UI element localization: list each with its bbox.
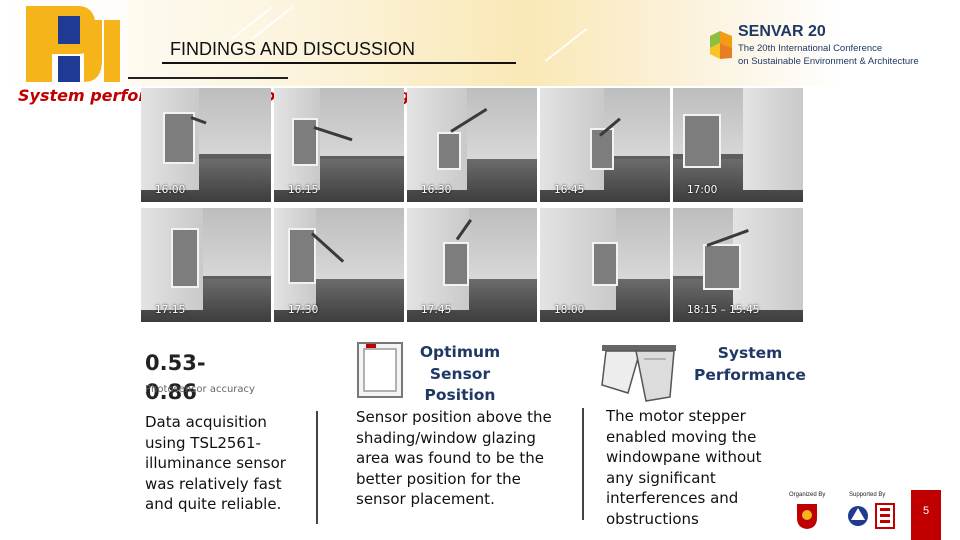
conference-line-1: The 20th International Conference <box>738 43 883 54</box>
pu-logo <box>18 0 128 86</box>
university-logo <box>797 504 817 529</box>
photo-tile: 17:15 <box>141 208 271 322</box>
time-label: 16:15 <box>288 184 319 196</box>
conference-line-2: on Sustainable Environment & Architectur… <box>738 56 919 67</box>
photo-tile: 16:45 <box>540 88 670 202</box>
system-performance-heading: System Performance <box>694 344 806 384</box>
time-label: 17:15 <box>155 304 186 316</box>
motor-stepper-icon <box>601 345 676 402</box>
supporter-logo <box>875 503 895 529</box>
supported-by-label: Supported By <box>849 492 886 498</box>
photo-tile: 18:00 <box>540 208 670 322</box>
senvar-cube-icon <box>710 31 732 59</box>
accuracy-label: Photosensor accuracy <box>145 384 255 395</box>
motor-stepper-text: The motor stepper enabled moving the win… <box>606 407 762 528</box>
photo-tile: 16:30 <box>407 88 537 202</box>
time-label: 17:45 <box>421 304 452 316</box>
supporter-logo <box>848 506 868 526</box>
time-label: 16:45 <box>554 184 585 196</box>
accuracy-value: 0.53-0.86 <box>145 351 206 404</box>
column-divider <box>316 411 318 524</box>
header-band <box>0 0 960 86</box>
time-label: 17:30 <box>288 304 319 316</box>
time-label: 18:15 – 15:45 <box>687 304 760 316</box>
organized-by-label: Organized By <box>789 492 826 498</box>
decor-stripe <box>250 6 294 40</box>
time-label: 18:00 <box>554 304 585 316</box>
conference-name: SENVAR 20 <box>738 23 826 40</box>
optimum-sensor-heading: Optimum Sensor Position <box>419 343 501 404</box>
page-number-box <box>911 490 941 540</box>
photo-tile: 16:15 <box>274 88 404 202</box>
page-title: FINDINGS AND DISCUSSION <box>162 36 516 64</box>
time-label: 17:00 <box>687 184 718 196</box>
decor-stripe <box>544 28 588 62</box>
window-sensor-icon <box>357 342 403 398</box>
photo-tile: 17:45 <box>407 208 537 322</box>
column-divider <box>582 408 584 520</box>
header-underline <box>128 77 288 79</box>
time-label: 16:30 <box>421 184 452 196</box>
photo-tile: 17:30 <box>274 208 404 322</box>
decor-stripe <box>230 6 274 40</box>
sensor-position-text: Sensor position above the shading/window… <box>356 408 552 508</box>
photo-tile: 17:00 <box>673 88 803 202</box>
time-label: 16:00 <box>155 184 186 196</box>
page-number: 5 <box>922 505 930 517</box>
photo-tile: 18:15 – 15:45 <box>673 208 803 322</box>
data-acquisition-text: Data acquisition using TSL2561-illuminan… <box>145 413 286 513</box>
photo-tile: 16:00 <box>141 88 271 202</box>
